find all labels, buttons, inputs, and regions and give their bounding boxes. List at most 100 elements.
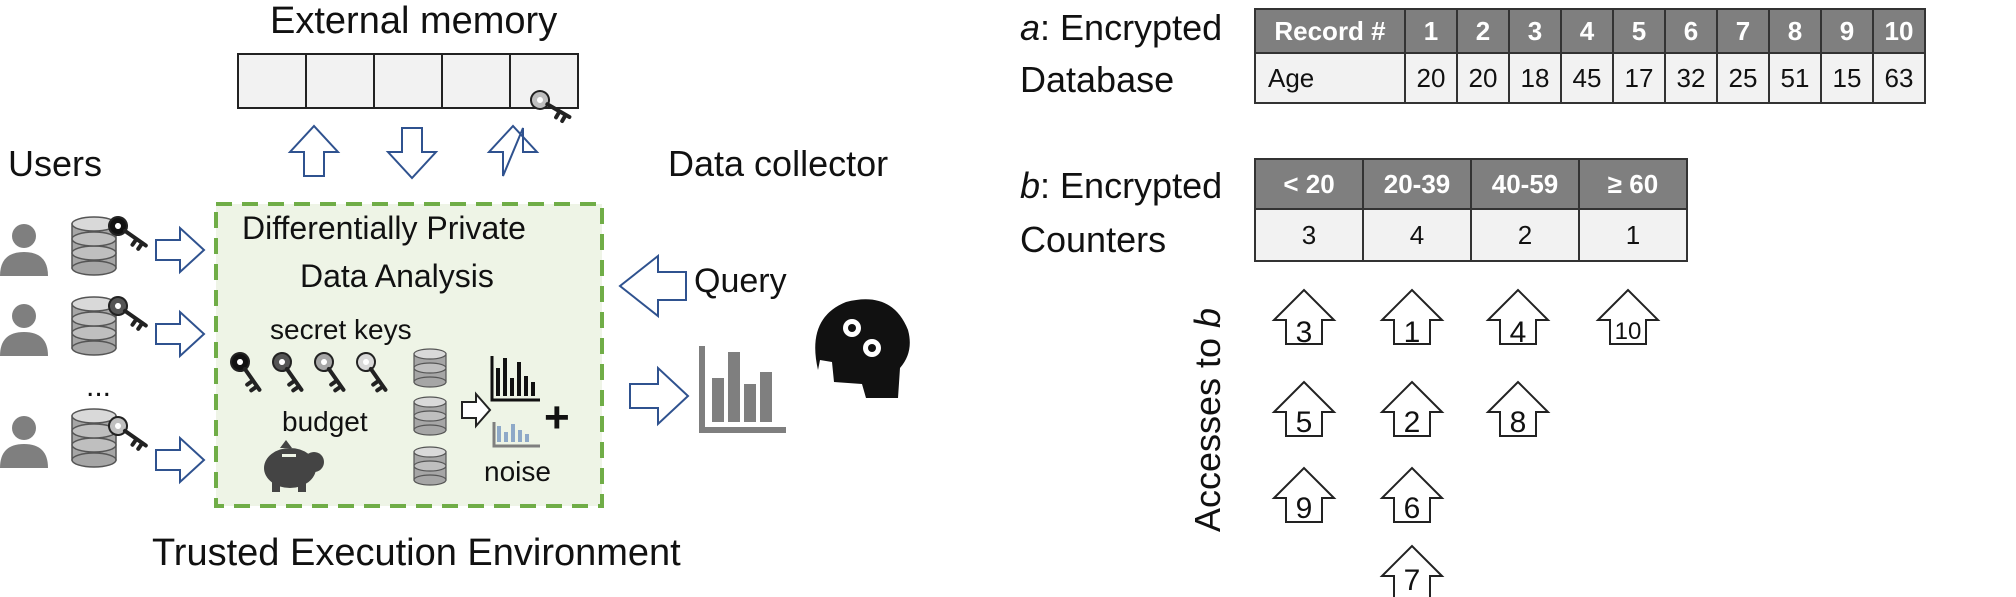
access-order-number: 10 [1614, 318, 1642, 345]
result-chart-icon [699, 346, 786, 433]
counters-label-prefix: b [1020, 165, 1041, 206]
access-order-number: 8 [1509, 406, 1527, 439]
user-1 [0, 210, 149, 276]
database-icon [413, 396, 447, 436]
arrow-right-icon [461, 391, 492, 429]
user-arrows [155, 225, 206, 485]
bucket-cell: 40-59 [1470, 158, 1580, 210]
record-number-cell: 8 [1768, 8, 1822, 54]
user-2 [0, 290, 149, 356]
tee-title-line2: Data Analysis [300, 258, 494, 294]
access-order-number: 4 [1509, 316, 1527, 349]
access-order-number: 2 [1403, 406, 1421, 439]
record-number-cell: 1 [1404, 8, 1458, 54]
users-label: Users [8, 143, 103, 184]
accesses-label: Accesses to b [1187, 307, 1228, 533]
counters-label-text: : Encrypted [1040, 165, 1223, 206]
arrow-right-icon [155, 435, 206, 485]
count-row: 3 4 2 1 [1254, 208, 1688, 262]
memory-cell [373, 53, 443, 109]
counters-label-line2: Counters [1020, 219, 1167, 260]
noise-histogram-icon [492, 422, 540, 448]
access-order-number: 1 [1403, 316, 1421, 349]
encrypted-counters-table: < 20 20-39 40-59 ≥ 60 3 4 2 1 [1254, 158, 1688, 262]
age-cell: 63 [1872, 52, 1926, 104]
count-cell: 4 [1362, 208, 1472, 262]
record-number-cell: 7 [1716, 8, 1770, 54]
database-icon [71, 408, 117, 468]
user-icon [0, 224, 48, 276]
record-number-cell: 4 [1560, 8, 1614, 54]
record-number-cell: 10 [1872, 8, 1926, 54]
arrow-right-icon [629, 365, 690, 427]
query-label: Query [694, 262, 787, 300]
accesses-label-text: Accesses to [1187, 327, 1228, 533]
arrow-up-icon [287, 124, 341, 177]
record-number-cell: 2 [1456, 8, 1510, 54]
age-cell: 25 [1716, 52, 1770, 104]
database-icon [413, 348, 447, 388]
bucket-row: < 20 20-39 40-59 ≥ 60 [1254, 158, 1688, 210]
counters-label-line1: b: Encrypted [1020, 168, 1222, 204]
access-order-number: 9 [1295, 492, 1313, 525]
age-cell: 17 [1612, 52, 1666, 104]
age-cell: 18 [1508, 52, 1562, 104]
memory-cell [237, 53, 307, 109]
user-icon [0, 304, 48, 356]
bucket-cell: ≥ 60 [1578, 158, 1688, 210]
record-number-cell: 6 [1664, 8, 1718, 54]
head-gears-icon [815, 299, 910, 398]
secret-keys-label: secret keys [270, 314, 412, 345]
age-cell: 51 [1768, 52, 1822, 104]
external-memory-label: External memory [270, 0, 558, 42]
access-order-number: 7 [1403, 564, 1421, 597]
tee-caption: Trusted Execution Environment [152, 532, 681, 574]
age-row: Age 20 20 18 45 17 32 25 51 15 63 [1254, 52, 1926, 104]
user-3 [0, 408, 149, 468]
access-order-number: 6 [1403, 492, 1421, 525]
arrow-down-icon [385, 127, 439, 180]
age-cell: 32 [1664, 52, 1718, 104]
tee-title-line1: Differentially Private [242, 210, 526, 246]
arrow-left-icon [618, 253, 687, 319]
database-label-prefix: a [1020, 7, 1041, 48]
piggy-bank-icon [264, 440, 324, 492]
encrypted-database-table: Record # 1 2 3 4 5 6 7 8 9 10 Age 20 20 … [1254, 8, 1926, 104]
age-header-cell: Age [1254, 52, 1406, 104]
database-label-line2: Database [1020, 59, 1175, 100]
record-number-cell: 5 [1612, 8, 1666, 54]
bucket-cell: < 20 [1254, 158, 1364, 210]
record-header-cell: Record # [1254, 8, 1406, 54]
data-collector-label: Data collector [668, 143, 889, 184]
user-icon [0, 416, 48, 468]
budget-label: budget [282, 406, 368, 437]
record-number-row: Record # 1 2 3 4 5 6 7 8 9 10 [1254, 8, 1926, 54]
histogram-icon [490, 356, 540, 402]
age-cell: 45 [1560, 52, 1614, 104]
count-cell: 1 [1578, 208, 1688, 262]
access-arrows [1273, 289, 1659, 597]
memory-cell [305, 53, 375, 109]
record-number-cell: 3 [1508, 8, 1562, 54]
record-number-cell: 9 [1820, 8, 1874, 54]
age-cell: 20 [1456, 52, 1510, 104]
count-cell: 3 [1254, 208, 1364, 262]
age-cell: 15 [1820, 52, 1874, 104]
memory-arrows [287, 124, 540, 180]
ellipsis: ... [86, 370, 112, 403]
arrow-up-icon [486, 124, 540, 177]
memory-cell [441, 53, 511, 109]
arrow-right-icon [155, 225, 206, 275]
database-label-line1: a: Encrypted [1020, 10, 1222, 46]
age-cell: 20 [1404, 52, 1458, 104]
arrow-right-icon [155, 309, 206, 359]
count-cell: 2 [1470, 208, 1580, 262]
access-order-number: 5 [1295, 406, 1313, 439]
access-order-number: 3 [1295, 316, 1313, 349]
accesses-label-var: b [1187, 307, 1228, 328]
database-label-text: : Encrypted [1040, 7, 1223, 48]
noise-label: noise [484, 456, 551, 487]
bucket-cell: 20-39 [1362, 158, 1472, 210]
database-icon [413, 446, 447, 486]
